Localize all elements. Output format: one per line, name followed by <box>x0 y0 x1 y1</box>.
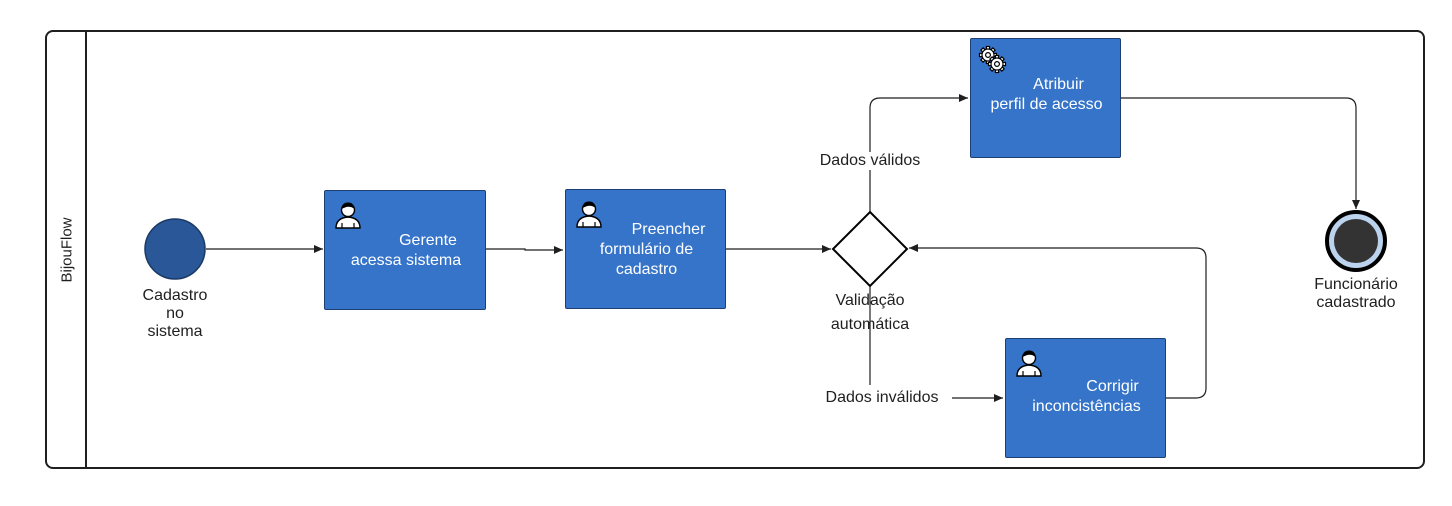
pool: BijouFlow <box>45 30 1425 469</box>
task-label: Atribuir perfil de acesso <box>990 76 1103 113</box>
user-icon <box>576 201 602 228</box>
task-label: Preencher formulário de cadastro <box>599 221 706 278</box>
flow-label-dados-validos: Dados válidos <box>800 152 940 170</box>
user-icon <box>1016 350 1042 377</box>
flow-label-dados-invalidos: Dados inválidos <box>812 389 952 407</box>
flow-gateway-to-atribuir[interactable] <box>869 94 968 212</box>
task-atribuir-perfil[interactable]: Atribuir perfil de acesso <box>970 38 1121 158</box>
task-label: Gerente acessa sistema <box>350 232 462 269</box>
start-event-label: Cadastro no sistema <box>142 287 208 340</box>
task-gerente-acessa-sistema[interactable]: Gerente acessa sistema <box>324 190 486 310</box>
task-preencher-formulario[interactable]: Preencher formulário de cadastro <box>565 189 726 309</box>
gear-icon <box>978 45 1007 74</box>
task-label: Corrigir inconcistências <box>1032 378 1141 415</box>
end-event[interactable] <box>1334 219 1378 263</box>
start-event[interactable] <box>144 218 206 280</box>
gateway-validacao[interactable] <box>831 210 909 288</box>
lane-header: BijouFlow <box>47 32 87 467</box>
task-corrigir-inconsistencias[interactable]: Corrigir inconcistências <box>1005 338 1166 458</box>
flow-atribuir-to-end[interactable] <box>1121 97 1360 209</box>
end-event-label: Funcionário cadastrado <box>1314 276 1398 311</box>
flow-corrigir-to-gateway[interactable] <box>909 244 1207 399</box>
gateway-label: Validação automática <box>830 292 910 333</box>
flow-gerente-to-preencher[interactable] <box>486 246 563 254</box>
user-icon <box>335 202 361 229</box>
